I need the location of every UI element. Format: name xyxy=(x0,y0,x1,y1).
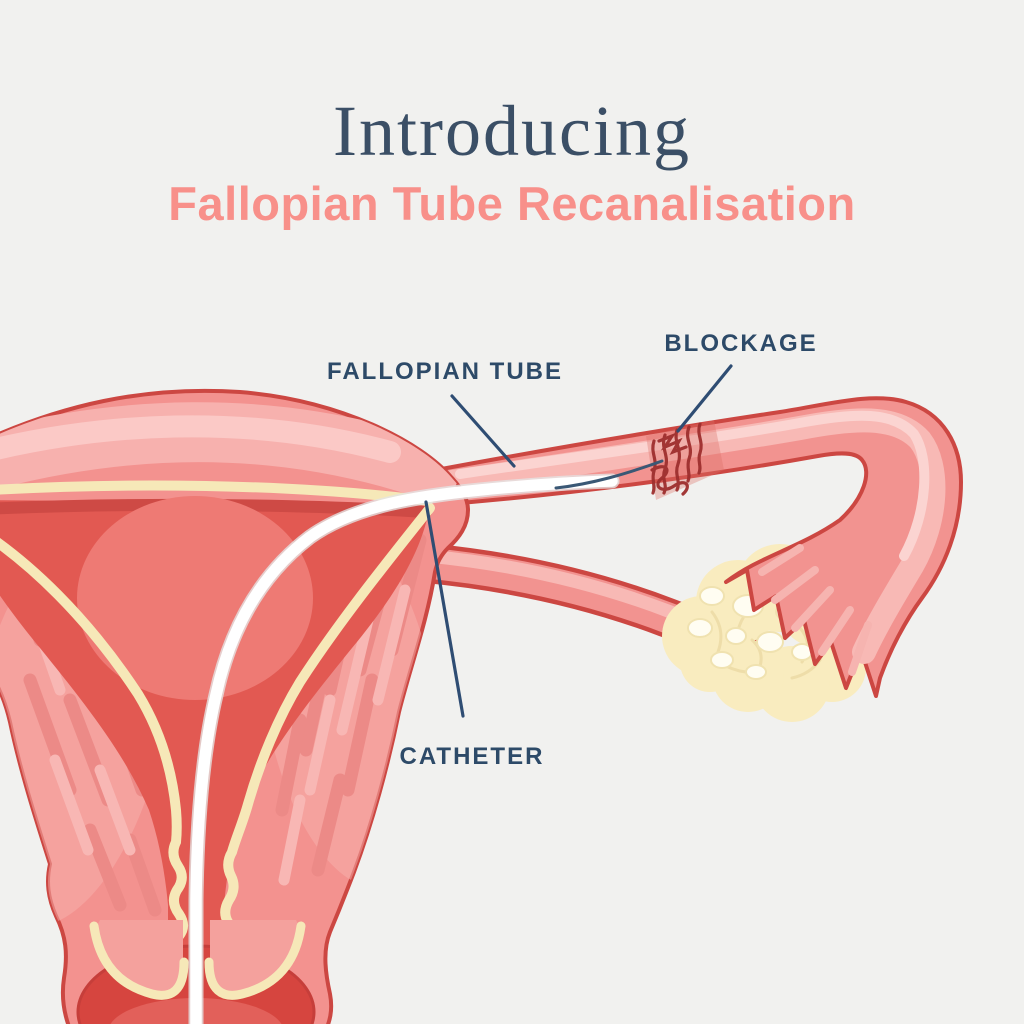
catheter-leader-line xyxy=(424,500,465,718)
blockage-leader-line xyxy=(676,364,733,433)
guidewire xyxy=(554,459,664,490)
fallopian-tube-shape xyxy=(434,396,963,698)
catheter-tube xyxy=(190,475,618,1024)
ovary-follicles xyxy=(687,586,813,680)
leader-lines xyxy=(424,364,733,718)
blockage-label: BLOCKAGE xyxy=(664,330,818,357)
fimbriae xyxy=(758,544,872,676)
uterus xyxy=(0,388,471,1024)
cavity-inner-shading xyxy=(77,496,313,700)
fallopian-tube-leader-line xyxy=(450,394,516,468)
tube-highlight xyxy=(455,410,930,561)
cervix-lip-left xyxy=(96,920,183,995)
cervix-lip-right xyxy=(210,920,300,995)
tube-blockage xyxy=(646,420,724,500)
catheter-device xyxy=(188,473,620,1024)
page-subtitle: Fallopian Tube Recanalisation xyxy=(168,177,856,230)
page-title: Introducing xyxy=(333,91,691,171)
catheter-label: CATHETER xyxy=(399,743,545,770)
fallopian-tube-label: FALLOPIAN TUBE xyxy=(327,358,563,385)
endometrium-lining xyxy=(0,480,435,941)
